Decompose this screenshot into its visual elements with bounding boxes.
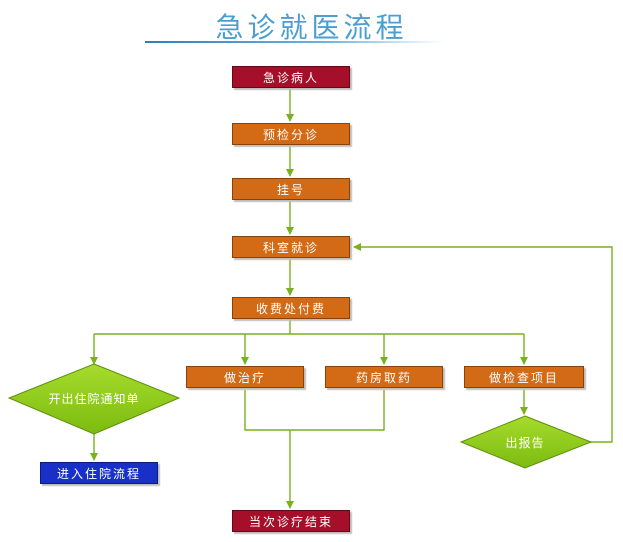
treatment-merge bbox=[244, 390, 385, 431]
admission-notice-label: 开出住院通知单 bbox=[48, 392, 140, 406]
treatment-box: 做治疗 bbox=[186, 366, 304, 388]
arrow-report-to-visit bbox=[353, 243, 613, 443]
report-diamond bbox=[459, 415, 593, 469]
visit-end-label: 当次诊疗结束 bbox=[248, 514, 333, 529]
emergency-patient-label: 急诊病人 bbox=[262, 70, 319, 85]
department-visit-box: 科室就诊 bbox=[232, 236, 350, 258]
report-label: 出报告 bbox=[505, 436, 545, 450]
triage-label: 预检分诊 bbox=[262, 127, 319, 142]
admission-process-box: 进入住院流程 bbox=[40, 462, 158, 484]
treatment-label: 做治疗 bbox=[223, 370, 266, 385]
triage-box: 预检分诊 bbox=[232, 123, 350, 145]
visit-end-box: 当次诊疗结束 bbox=[232, 510, 350, 532]
register-box: 挂号 bbox=[232, 178, 350, 200]
admission-notice-diamond bbox=[7, 363, 181, 435]
page-title: 急诊就医流程 bbox=[215, 11, 408, 44]
department-visit-label: 科室就诊 bbox=[262, 240, 319, 255]
pharmacy-label: 药房取药 bbox=[355, 370, 412, 385]
payment-box: 收费处付费 bbox=[232, 297, 350, 319]
register-label: 挂号 bbox=[276, 182, 305, 197]
exam-box: 做检查项目 bbox=[464, 366, 584, 388]
payment-label: 收费处付费 bbox=[255, 301, 326, 316]
emergency-patient-box: 急诊病人 bbox=[232, 66, 350, 88]
title-underline bbox=[145, 41, 445, 43]
pharmacy-box: 药房取药 bbox=[325, 366, 443, 388]
exam-label: 做检查项目 bbox=[488, 370, 559, 385]
admission-process-label: 进入住院流程 bbox=[56, 466, 141, 481]
